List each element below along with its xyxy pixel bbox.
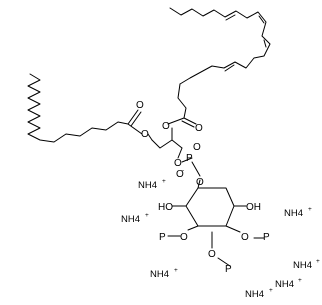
ester-bond bbox=[127, 123, 143, 135]
ammonium-ion: NH4 + bbox=[121, 212, 149, 225]
stearoyl-chain bbox=[27, 73, 129, 143]
atom-p-left: P bbox=[159, 232, 166, 243]
phosphate-bond bbox=[187, 225, 199, 231]
atom-oh-right: OH bbox=[246, 202, 261, 213]
svg-text:+: + bbox=[162, 178, 166, 185]
ammonium-ion: NH4 + bbox=[150, 267, 178, 280]
atom-p-bottom: P bbox=[225, 264, 232, 275]
atom-ho-left: HO bbox=[158, 202, 173, 213]
svg-text:NH4: NH4 bbox=[138, 180, 157, 191]
atom-o-inositol-phosphate: O bbox=[196, 177, 204, 188]
atom-p-right: P bbox=[263, 232, 270, 243]
phosphate-bond bbox=[181, 157, 193, 163]
inositol-ring bbox=[185, 187, 235, 227]
atom-o-minus-main: O bbox=[176, 169, 184, 180]
atom-labels: O O O O O P O O - O HO OH O P O P O P bbox=[136, 100, 270, 275]
atom-o-sn2-ester: O bbox=[162, 121, 170, 132]
atom-o-sn1-carbonyl: O bbox=[136, 100, 144, 111]
svg-text:NH4: NH4 bbox=[275, 279, 294, 290]
svg-text:+: + bbox=[298, 277, 302, 284]
svg-text:+: + bbox=[308, 206, 312, 213]
ammonium-ion: NH4 + bbox=[275, 277, 302, 290]
bond-lines bbox=[27, 7, 271, 267]
carbonyl-bond bbox=[127, 109, 139, 125]
ammonium-ion: NH4 + bbox=[293, 258, 320, 271]
ester-bond bbox=[167, 117, 185, 125]
svg-text:NH4: NH4 bbox=[293, 260, 312, 271]
atom-o-sn2-carbonyl: O bbox=[195, 123, 203, 134]
atom-o-glycerol-phosphate: O bbox=[174, 158, 182, 169]
svg-text:NH4: NH4 bbox=[121, 214, 140, 225]
sn2-acyl-bonds bbox=[177, 83, 187, 119]
atom-p-main: P bbox=[186, 153, 193, 164]
double-bond bbox=[224, 64, 235, 72]
svg-text:NH4: NH4 bbox=[284, 208, 303, 219]
svg-text:+: + bbox=[269, 287, 273, 294]
phosphate-bond bbox=[217, 257, 231, 267]
atom-o-phosphate-bottom: O bbox=[208, 249, 216, 260]
phosphate-bond bbox=[225, 225, 241, 233]
ammonium-ion: NH4 + bbox=[284, 206, 312, 219]
carbonyl-bond bbox=[181, 120, 195, 128]
double-bond bbox=[263, 39, 267, 48]
ammonium-ion: NH4 + bbox=[245, 287, 273, 300]
arachidonoyl-chain bbox=[169, 7, 271, 85]
svg-text:+: + bbox=[316, 258, 320, 265]
svg-text:+: + bbox=[174, 267, 178, 274]
atom-o-sn1-ester: O bbox=[141, 129, 149, 140]
svg-text:+: + bbox=[145, 212, 149, 219]
double-bond bbox=[258, 15, 265, 24]
ring-bond bbox=[197, 179, 201, 189]
charge-minus: - bbox=[182, 167, 184, 174]
phosphate-bond bbox=[177, 147, 183, 159]
double-bond bbox=[225, 14, 236, 21]
ester-bond bbox=[147, 133, 153, 141]
ammonium-ion: NH4 + bbox=[138, 178, 166, 191]
svg-text:NH4: NH4 bbox=[150, 269, 169, 280]
atom-o-phosphate-right: O bbox=[241, 232, 249, 243]
atom-o-double-main: O bbox=[193, 142, 201, 153]
glycerol-backbone bbox=[151, 139, 183, 149]
carbonyl-bond bbox=[183, 117, 197, 125]
carbonyl-bond bbox=[130, 111, 142, 127]
atom-o-phosphate-left: O bbox=[180, 232, 188, 243]
ammonium-counterions: NH4 + NH4 + NH4 + NH4 + NH4 + NH4 + NH4 … bbox=[121, 178, 320, 300]
svg-text:NH4: NH4 bbox=[245, 289, 264, 300]
phosphate-bond bbox=[191, 161, 201, 177]
